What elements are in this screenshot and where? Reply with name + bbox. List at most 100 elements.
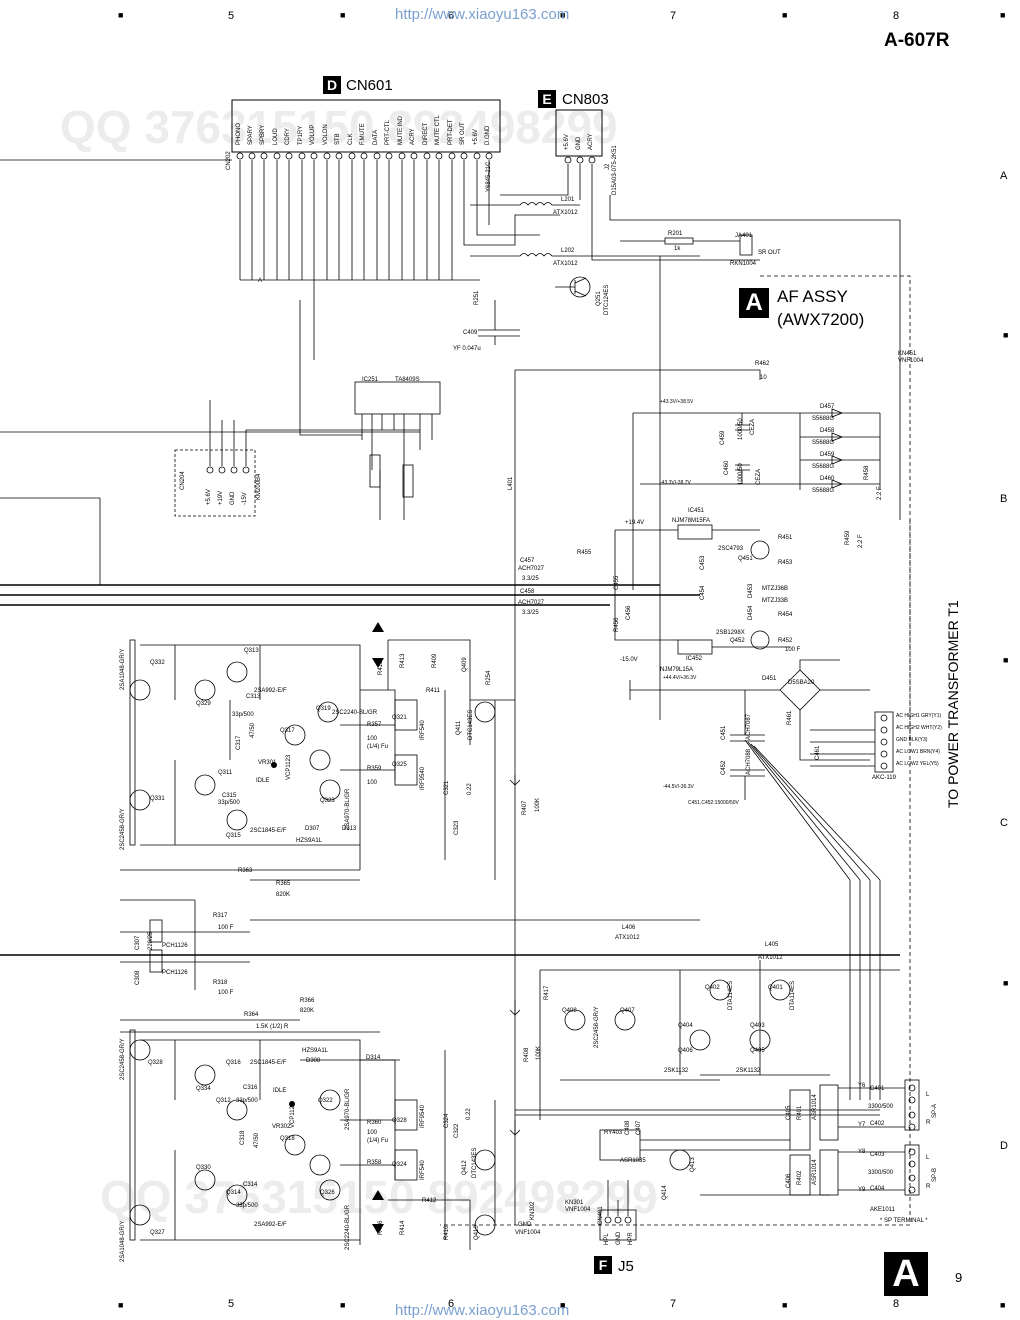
af-assy-part: (AWX7200) — [777, 310, 865, 329]
r318-value: 100 F — [218, 990, 234, 996]
vcp-upper: VCP1123 — [286, 754, 292, 780]
q322-label: Q322 — [318, 1098, 333, 1104]
r458-label: R458 — [864, 465, 870, 480]
pin-data: DATA — [373, 129, 379, 145]
r413-label: R413 — [400, 653, 406, 668]
ic251-body — [354, 381, 441, 415]
cn601-badge: D — [323, 76, 341, 94]
vr302-label: VR302 — [272, 1124, 291, 1130]
sp-y6: Y6 — [858, 1083, 866, 1089]
vr301-label: VR301 — [258, 760, 277, 766]
sp-b-l: L — [926, 1155, 930, 1161]
corner-badge: A — [884, 1252, 928, 1296]
q406-label: Q406 — [678, 1048, 693, 1054]
grid-mark-4: ■ — [782, 10, 788, 20]
relay-2sc2458: 2SC2458-GR/Y — [594, 1006, 600, 1048]
lower-0-22: 0.22 — [466, 1108, 472, 1120]
d457-label: D457 — [820, 404, 835, 410]
grid-col-5-bottom: 5 — [228, 1298, 235, 1310]
c407-label: C407 — [636, 1120, 642, 1135]
q407-label: Q407 — [620, 1008, 635, 1014]
pin-fmute: F.MUTE — [360, 123, 366, 145]
pin-spary: SPARY — [248, 125, 254, 145]
grid-row-b: B — [1000, 493, 1008, 505]
rail-neg2: -44.5V/-36.3V — [663, 784, 694, 790]
pch-lower: PCH1126 — [162, 970, 188, 976]
q401-part: DTA114ES — [790, 980, 796, 1010]
q410-label: Q410 — [474, 1225, 480, 1240]
sp-a-l: L — [926, 1092, 930, 1098]
upper-2sc1845: 2SC1845-E/F — [250, 828, 287, 834]
asr1014-b: ASR1014 — [812, 1159, 818, 1185]
r411-label: R411 — [426, 688, 440, 694]
ry403-label: RY403 — [604, 1130, 623, 1136]
q325-label: Q325 — [392, 762, 407, 768]
c460-type: CEZA — [756, 468, 762, 485]
q402-part: DTA114ES — [728, 980, 734, 1010]
hzs9a1l-upper: HZS9A1L — [296, 838, 323, 844]
upper-dtc143: DTC143ES — [468, 709, 474, 740]
q319-label: Q319 — [316, 706, 331, 712]
c314-label: C314 — [243, 1182, 258, 1188]
sp-b-r: R — [926, 1184, 931, 1190]
pin-stb: STB — [335, 133, 341, 145]
r366-value: 820K — [300, 1008, 315, 1014]
ake-label: AKE1011 — [870, 1207, 895, 1213]
q404-label: Q404 — [678, 1023, 693, 1029]
r357-value: 100 — [367, 736, 378, 742]
c457-label: C457 — [520, 558, 535, 564]
c454-label: C454 — [700, 585, 706, 600]
q330-label: Q330 — [196, 1165, 211, 1171]
r317-label: R317 — [213, 913, 228, 919]
c315-value: 33p/500 — [218, 800, 240, 806]
c458-part: ACH7027 — [518, 600, 545, 606]
af-assy-border — [440, 275, 911, 1226]
cn204-pin-19v: +19V — [218, 490, 224, 505]
d313-label: D313 — [342, 826, 357, 832]
r459-value: 2.2 F — [858, 534, 864, 548]
ic251-label: IC251 — [362, 377, 379, 383]
kn301-label: KN301 — [565, 1200, 584, 1206]
c317-label: C317 — [236, 735, 242, 750]
model-number: A-607R — [884, 30, 950, 51]
j5-pin-hpr: HPR — [628, 1232, 634, 1245]
c307-label: C307 — [135, 935, 141, 950]
c452-part: ACH7088 — [746, 748, 752, 775]
rail-neg1: -43.3V/-38.7V — [660, 480, 691, 486]
pin-prt-ctl: PRT-CTL — [385, 120, 391, 145]
r401-label: R401 — [797, 1105, 803, 1120]
cn803-badge: E — [538, 90, 556, 108]
c460-label: C460 — [724, 460, 730, 475]
d314-label: D314 — [366, 1055, 381, 1061]
grid-col-6-top: 6 — [448, 10, 455, 22]
ic452-part: NJM79L15A — [660, 667, 694, 673]
q313-label: Q313 — [244, 648, 259, 654]
c451-c452-note: C451,C452:15000/50V — [688, 800, 739, 806]
grid-mark-r2: ■ — [1003, 655, 1009, 665]
kn302-part: VNF1004 — [515, 1230, 541, 1236]
asr1014-a: ASR1014 — [812, 1094, 818, 1120]
grid-mark-b4: ■ — [782, 1300, 788, 1310]
grid-row-c: C — [1000, 817, 1008, 829]
lower-dtc143: DTC143ES — [472, 1147, 478, 1178]
rkn-label: RKN1004 — [730, 261, 757, 267]
upper-2sc2240: 2SC2240-BL/GR — [332, 710, 378, 716]
mtzj33b-label: MTZJ33B — [762, 598, 789, 604]
pin-5v: +5.6V — [473, 129, 479, 145]
l406-part: ATX1012 — [615, 935, 640, 941]
c457-value: 3.3/25 — [522, 576, 539, 582]
r414-label: R414 — [400, 1220, 406, 1235]
c404-label: C404 — [870, 1186, 885, 1192]
r416-label: R416 — [378, 1220, 384, 1235]
upper-irf9540: IRF9540 — [420, 766, 426, 790]
c458-value: 3.3/25 — [522, 610, 539, 616]
pin-cdry: CDRY — [285, 128, 291, 145]
lower-2sc2458: 2SC2458-GR/Y — [120, 1038, 126, 1080]
r407-value: 100K — [535, 797, 541, 812]
upper-2sa970: 2SA970-BL/GR — [345, 788, 351, 830]
c458-label: C458 — [520, 589, 535, 595]
j5-pin-hpl: HPL — [604, 1233, 610, 1245]
q408-label: Q408 — [562, 1008, 577, 1014]
r456-label: R456 — [614, 617, 620, 632]
q411-label: Q411 — [456, 720, 462, 735]
